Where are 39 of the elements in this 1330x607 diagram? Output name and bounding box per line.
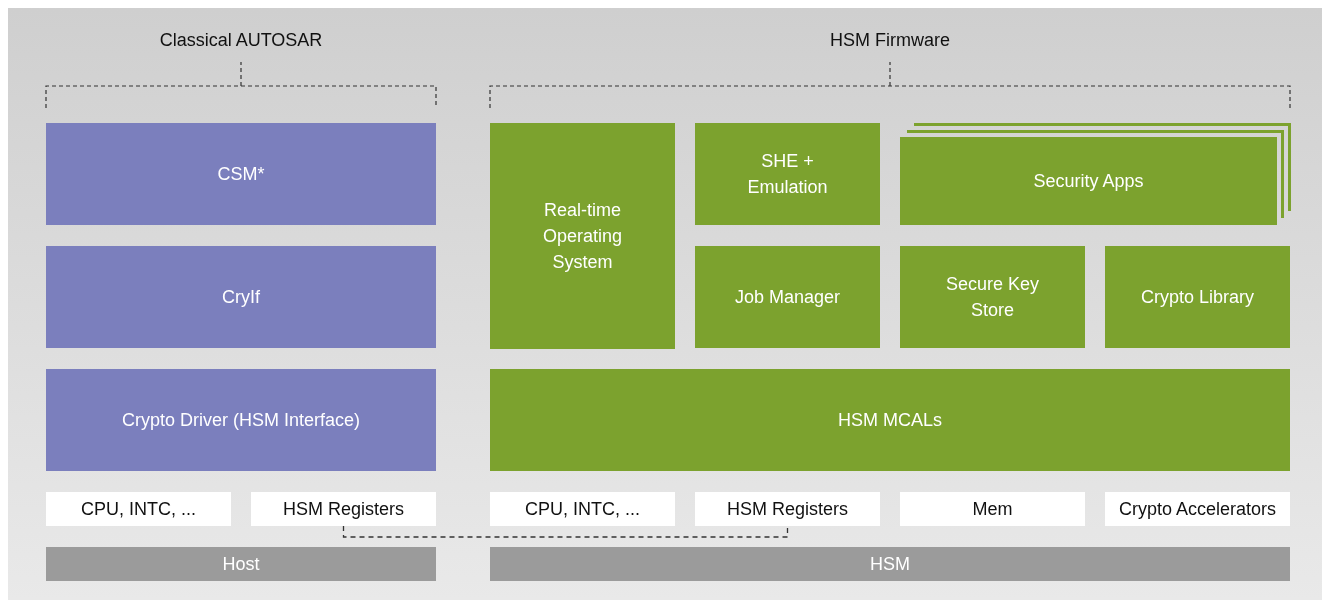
module-box [900, 246, 1085, 348]
module-box [900, 137, 1277, 225]
group-heading: Classical AUTOSAR [159, 30, 323, 51]
module-box [490, 369, 1290, 471]
box-label: Crypto Driver (HSM Interface) [121, 408, 360, 432]
box-label: Crypto Library [1140, 285, 1254, 309]
box-label: CPU, INTC, ... [81, 497, 196, 521]
hardware-box [1105, 492, 1290, 526]
box-label: Real-time Operating System [541, 198, 624, 275]
module-box [695, 246, 880, 348]
box-label: HSM Registers [283, 497, 404, 521]
hardware-box [900, 492, 1085, 526]
module-box [1105, 246, 1290, 348]
box-label: Crypto Accelerators [1118, 497, 1277, 521]
box-label: CryIf [222, 285, 260, 309]
platform-bar [490, 547, 1290, 581]
layer-box [46, 123, 436, 225]
box-label: Secure Key Store [944, 272, 1041, 322]
hardware-box [490, 492, 675, 526]
hardware-box [251, 492, 436, 526]
box-label: HSM MCALs [838, 408, 942, 432]
box-label: Security Apps [1033, 169, 1144, 193]
box-label: Job Manager [734, 285, 841, 309]
box-label: SHE + Emulation [746, 149, 829, 199]
module-box [695, 123, 880, 225]
connector-line [342, 525, 789, 538]
platform-bar [46, 547, 436, 581]
layer-box [46, 246, 436, 348]
module-box [490, 123, 675, 349]
box-label: CPU, INTC, ... [525, 497, 640, 521]
group-heading: HSM Firmware [830, 30, 950, 51]
box-label: HSM Registers [727, 497, 848, 521]
hardware-box [695, 492, 880, 526]
box-label: Host [222, 552, 260, 576]
box-label: CSM* [217, 162, 265, 186]
box-label: HSM [870, 552, 910, 576]
layer-box [46, 369, 436, 471]
hardware-box [46, 492, 231, 526]
box-label: Mem [972, 497, 1013, 521]
